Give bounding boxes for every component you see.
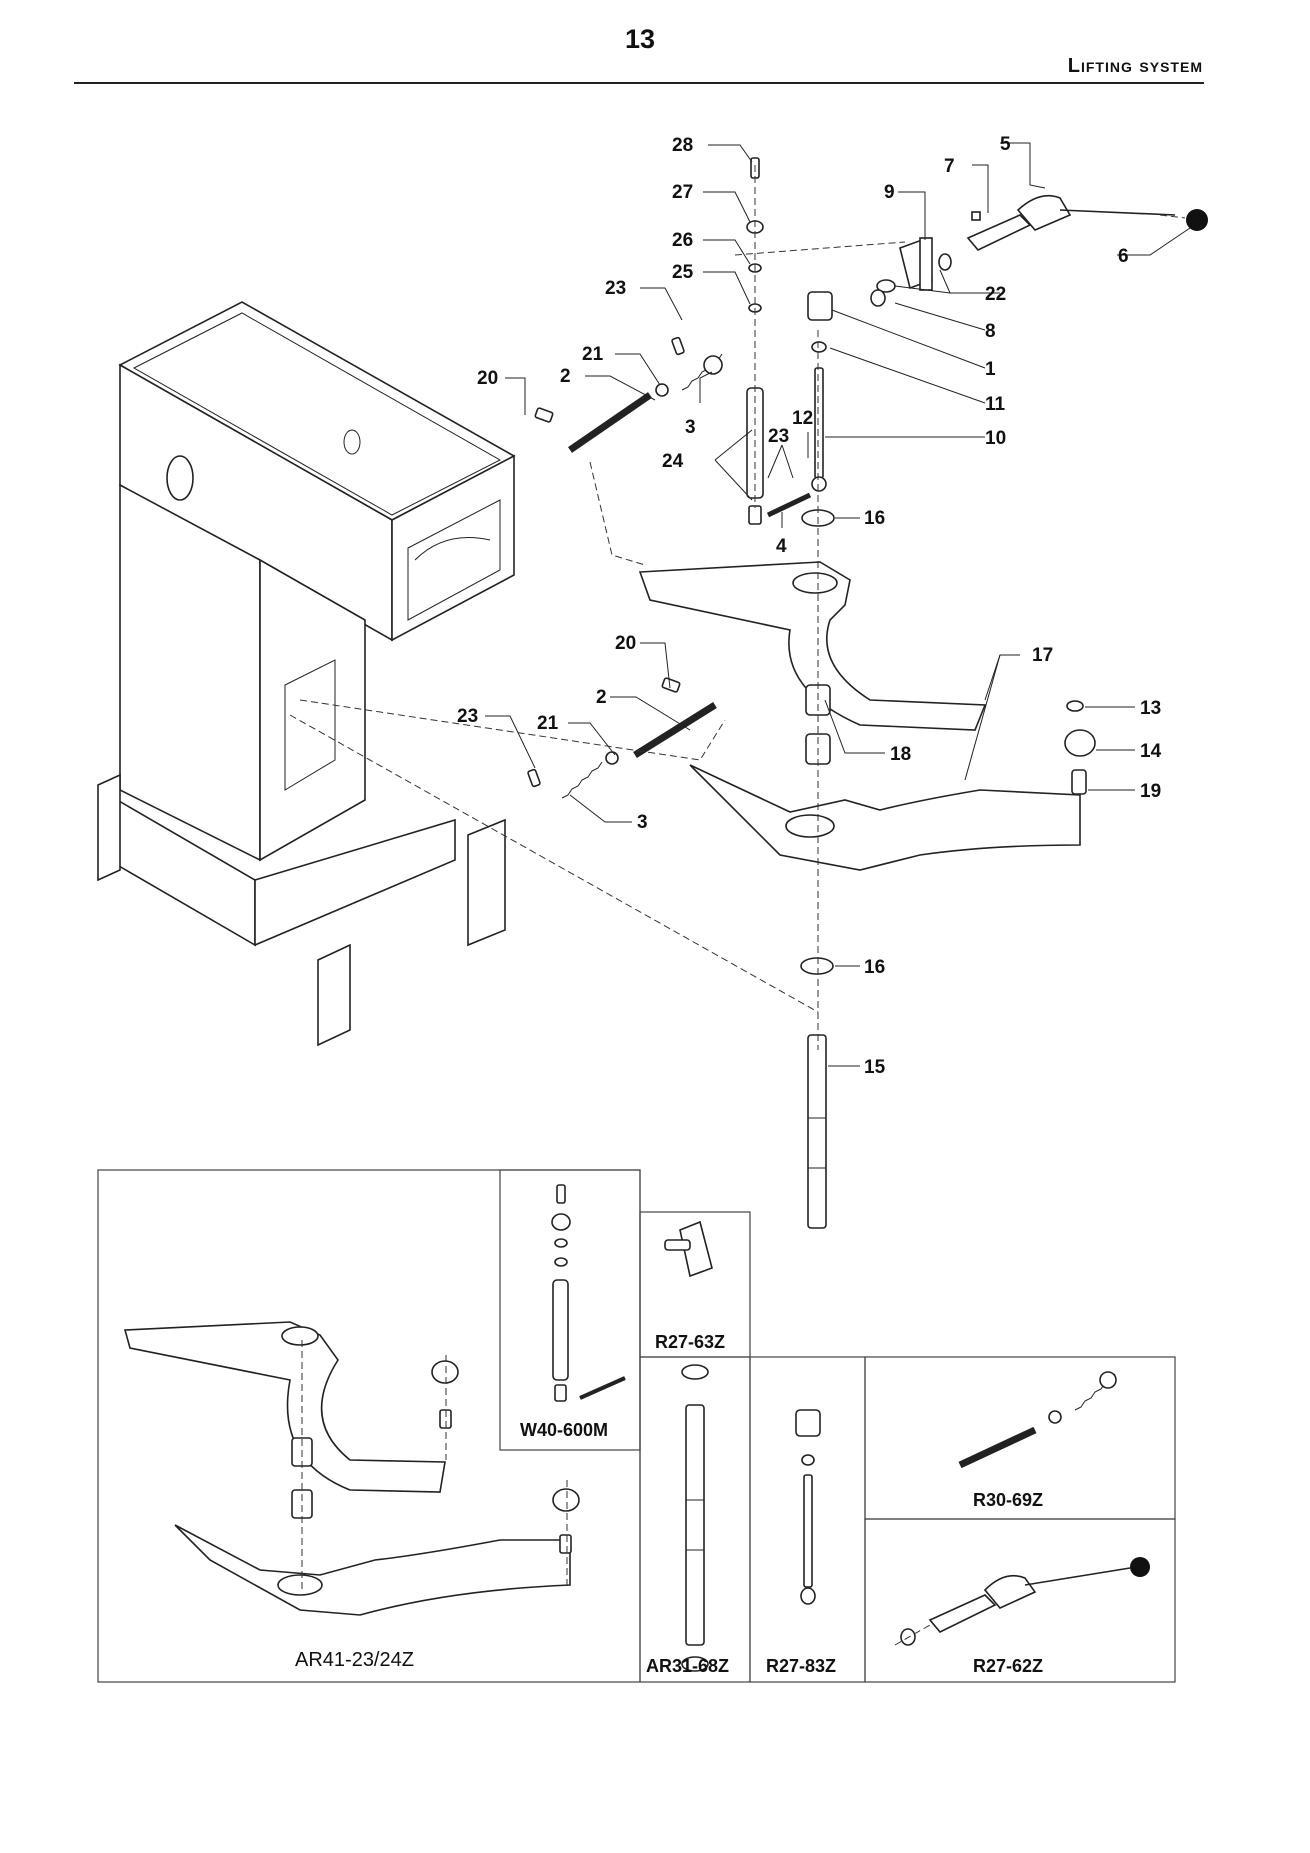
callout-20: 20 [477, 368, 498, 389]
callout-21b: 21 [537, 713, 559, 734]
kit-label-r27-63z: R27-63Z [655, 1332, 725, 1352]
callout-14: 14 [1140, 741, 1162, 762]
callout-25: 25 [672, 262, 694, 283]
callout-labels: 28 27 26 25 23 21 20 2 3 24 23 12 4 5 7 … [457, 134, 1162, 1078]
callout-4: 4 [776, 536, 787, 557]
kit-label-ar31: AR31-68Z [646, 1656, 729, 1676]
callout-8: 8 [985, 321, 996, 342]
callout-16: 16 [864, 508, 885, 529]
header-rule [74, 82, 1204, 84]
callout-23b: 23 [768, 426, 789, 447]
callout-20b: 20 [615, 633, 636, 654]
callout-3: 3 [685, 417, 696, 438]
callout-10: 10 [985, 428, 1006, 449]
callout-13: 13 [1140, 698, 1161, 719]
callout-23c: 23 [457, 706, 478, 727]
callout-leaders [485, 142, 1191, 1067]
callout-22: 22 [985, 284, 1006, 305]
kit-label-r30-69z: R30-69Z [973, 1490, 1043, 1510]
assembly-lines [289, 165, 1186, 1050]
section-title: Lifting system [1067, 55, 1203, 77]
callout-6: 6 [1118, 246, 1129, 267]
callout-5: 5 [1000, 134, 1011, 155]
callout-21: 21 [582, 344, 604, 365]
callout-9: 9 [884, 182, 895, 203]
callout-17: 17 [1032, 645, 1053, 666]
kit-label-r27-62z: R27-62Z [973, 1656, 1043, 1676]
callout-19: 19 [1140, 781, 1161, 802]
callout-3b: 3 [637, 812, 648, 833]
callout-16b: 16 [864, 957, 885, 978]
kit-label-r27-83z: R27-83Z [766, 1656, 836, 1676]
callout-11: 11 [985, 394, 1006, 415]
callout-7: 7 [944, 156, 955, 177]
callout-24: 24 [662, 451, 684, 472]
callout-2: 2 [560, 366, 571, 387]
callout-18: 18 [890, 744, 911, 765]
kit-label-ar41: AR41-23/24Z [295, 1649, 414, 1671]
callout-26: 26 [672, 230, 693, 251]
callout-23: 23 [605, 278, 626, 299]
callout-12: 12 [792, 408, 813, 429]
callout-2b: 2 [596, 687, 607, 708]
callout-27: 27 [672, 182, 693, 203]
callout-28: 28 [672, 135, 693, 156]
callout-15: 15 [864, 1057, 886, 1078]
callout-1: 1 [985, 359, 996, 380]
kit-label-w40: W40-600M [520, 1420, 608, 1440]
mixer-stand [97, 301, 516, 1047]
page-number: 13 [624, 24, 656, 54]
kit-panels: AR41-23/24Z W40-600M R27-63Z AR31-68Z R2… [97, 1169, 1176, 1683]
